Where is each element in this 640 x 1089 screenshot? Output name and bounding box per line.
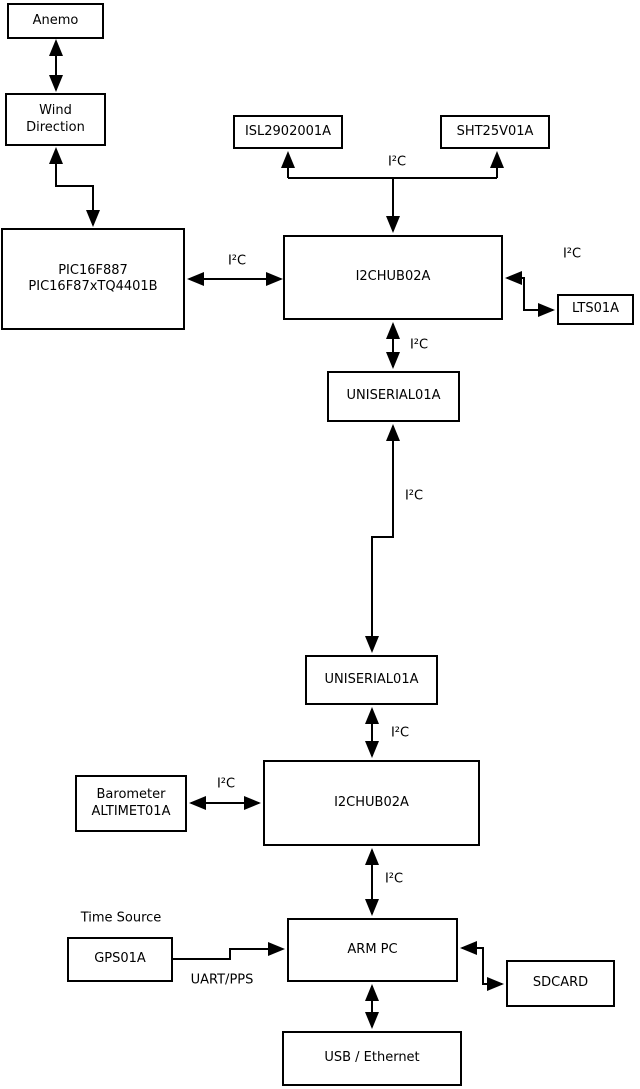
node-i2c-hub-lower: I2CHUB02A	[263, 760, 480, 846]
edge-gps-arm	[173, 942, 285, 960]
edge-label-uart-pps: UART/PPS	[190, 972, 254, 988]
node-arm-pc-label: ARM PC	[347, 941, 398, 957]
node-usb-ethernet: USB / Ethernet	[282, 1031, 462, 1086]
node-barometer: Barometer ALTIMET01A	[75, 775, 187, 832]
edge-hub1-uniserial1	[386, 322, 400, 369]
node-wind-direction: Wind Direction	[5, 93, 106, 146]
node-uniserial-upper: UNISERIAL01A	[327, 371, 460, 422]
node-i2c-hub-upper: I2CHUB02A	[283, 235, 503, 320]
edge-label-time-source: Time Source	[80, 910, 162, 926]
node-i2c-hub-upper-label: I2CHUB02A	[355, 269, 431, 285]
edge-pic-hub1	[187, 272, 283, 286]
node-anemometer: Anemo	[7, 3, 104, 39]
node-anemometer-label: Anemo	[32, 12, 79, 28]
edge-uniserial2-hub2	[365, 707, 379, 758]
node-pic-microcontroller-label: PIC16F887 PIC16F87xTQ4401B	[28, 262, 158, 294]
node-wind-direction-label: Wind Direction	[26, 103, 85, 135]
edge-label-i2c-lts: I²C	[562, 246, 582, 262]
edge-label-i2c-hub-uniserial: I²C	[409, 337, 429, 353]
edge-hub2-arm	[365, 848, 379, 916]
edge-barometer-hub2	[189, 796, 261, 810]
node-sht-sensor-label: SHT25V01A	[456, 123, 534, 139]
edge-label-i2c-hub-arm: I²C	[384, 871, 404, 887]
edge-label-i2c-pic-hub: I²C	[227, 253, 247, 269]
node-barometer-label: Barometer ALTIMET01A	[91, 787, 171, 819]
edge-label-i2c-trunk: I²C	[404, 488, 424, 504]
edge-label-i2c-uniserial-hub: I²C	[390, 725, 410, 741]
node-uniserial-lower-label: UNISERIAL01A	[324, 671, 419, 687]
edge-label-i2c-sensor-bus: I²C	[387, 154, 407, 170]
edge-anemo-wind-direction	[49, 39, 63, 92]
edge-label-i2c-barometer: I²C	[216, 776, 236, 792]
node-i2c-hub-lower-label: I2CHUB02A	[334, 794, 409, 810]
node-uniserial-lower: UNISERIAL01A	[305, 655, 438, 705]
node-gps-label: GPS01A	[94, 951, 146, 967]
node-gps: GPS01A	[67, 937, 173, 982]
node-usb-ethernet-label: USB / Ethernet	[324, 1050, 420, 1066]
edge-uniserial1-uniserial2-trunk	[365, 424, 400, 653]
node-lts-sensor: LTS01A	[557, 294, 634, 325]
node-sdcard-label: SDCARD	[532, 975, 589, 991]
edge-hub1-lts	[505, 271, 555, 317]
edge-arm-usb	[365, 984, 379, 1029]
node-uniserial-upper-label: UNISERIAL01A	[346, 388, 441, 404]
node-sdcard: SDCARD	[506, 960, 615, 1007]
node-isl-sensor-label: ISL2902001A	[244, 123, 332, 139]
node-sht-sensor: SHT25V01A	[440, 115, 550, 149]
node-pic-microcontroller: PIC16F887 PIC16F87xTQ4401B	[1, 228, 185, 330]
edge-hub1-sensors-bus	[281, 151, 504, 233]
edge-arm-sdcard	[460, 941, 504, 991]
node-arm-pc: ARM PC	[287, 918, 458, 982]
node-lts-sensor-label: LTS01A	[571, 301, 620, 317]
edge-wind-direction-pic	[49, 147, 100, 227]
node-isl-sensor: ISL2902001A	[233, 115, 343, 149]
